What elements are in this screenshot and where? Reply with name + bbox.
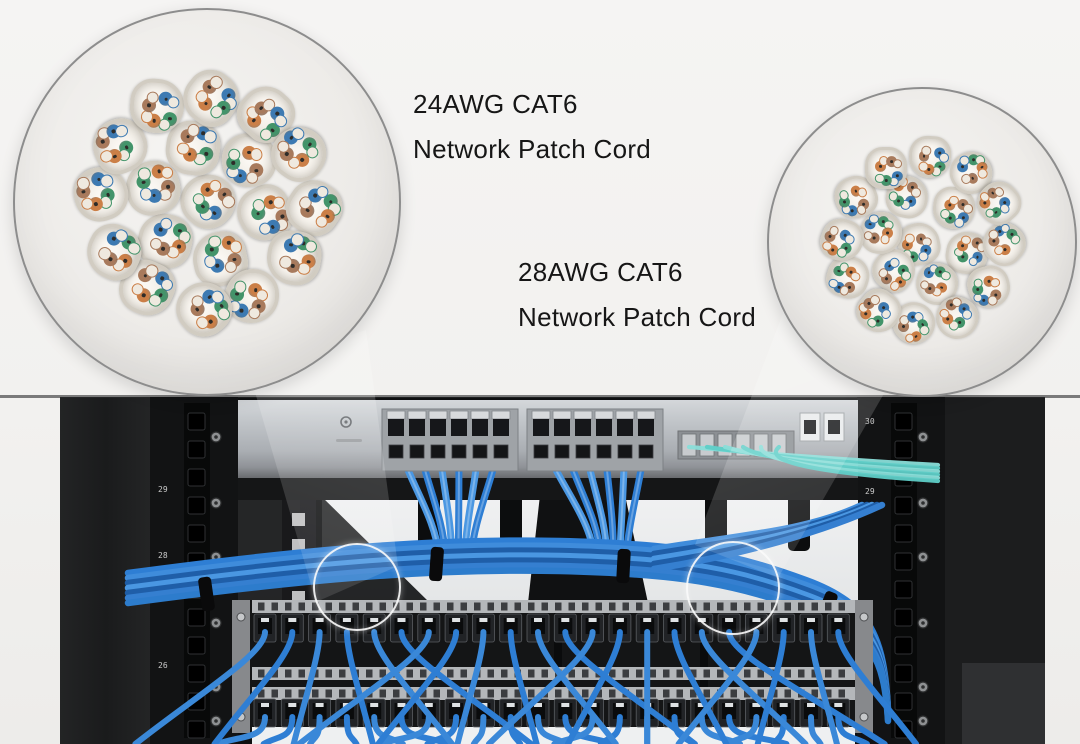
- highlight-ring-28awg-bundle: [686, 541, 780, 635]
- fiber-patch-cables: [686, 444, 941, 484]
- cable-cross-section: [907, 134, 952, 179]
- svg-text:28: 28: [158, 551, 168, 560]
- cable-cross-section-24awg: [13, 8, 401, 396]
- switch-logo-mark: [336, 416, 362, 442]
- patch-panel-row-1: [132, 613, 920, 744]
- switch-uplink-ports: [799, 412, 845, 442]
- switch-rj45-port-group: [381, 408, 519, 472]
- highlight-ring-24awg-bundle: [313, 543, 401, 631]
- label-24awg-line2: Network Patch Cord: [413, 134, 652, 164]
- label-28awg-line1: 28AWG CAT6: [518, 257, 683, 287]
- label-28awg-cat6: 28AWG CAT6 Network Patch Cord: [518, 250, 756, 340]
- label-24awg-line1: 24AWG CAT6: [413, 89, 578, 119]
- label-24awg-cat6: 24AWG CAT6 Network Patch Cord: [413, 82, 651, 172]
- svg-text:30: 30: [865, 417, 875, 426]
- cable-cross-section-28awg: [767, 87, 1077, 397]
- cable-cross-section: [864, 146, 908, 190]
- server-rack-photo: 29 28 26 30 29: [0, 395, 1080, 744]
- patch-panel-label-strip: [252, 687, 855, 700]
- switch-rj45-port-group: [526, 408, 664, 472]
- cable-cross-section: [224, 268, 281, 325]
- label-28awg-line2: Network Patch Cord: [518, 302, 757, 332]
- svg-text:29: 29: [158, 485, 168, 494]
- svg-text:26: 26: [158, 661, 168, 670]
- svg-text:29: 29: [865, 487, 875, 496]
